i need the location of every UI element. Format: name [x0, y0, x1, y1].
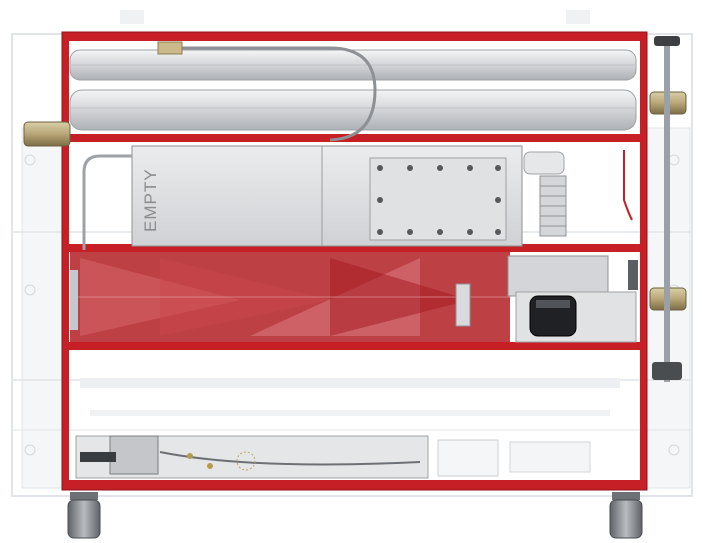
bottom-tray	[75, 435, 591, 479]
left-hose	[82, 154, 132, 250]
caster-right	[609, 492, 643, 539]
upper-roller	[69, 49, 637, 81]
left-axle-knob	[23, 121, 71, 147]
caster-wheel-icon	[609, 499, 643, 539]
flex-bellows	[539, 175, 567, 237]
bolt-icon	[467, 165, 473, 171]
curved-pipe	[170, 46, 377, 142]
bolt-icon	[377, 197, 383, 203]
bolt-icon	[437, 229, 443, 235]
empty-box: EMPTY	[131, 145, 523, 247]
caster-left	[67, 492, 101, 539]
bolt-icon	[495, 197, 501, 203]
fan-motor-housing	[507, 255, 637, 343]
bolt-icon	[467, 229, 473, 235]
bolt-icon	[495, 229, 501, 235]
bolt-icon	[407, 165, 413, 171]
right-rod-assembly	[652, 36, 682, 382]
right-clip	[628, 260, 638, 290]
red-duct-section	[70, 252, 510, 342]
lower-roller	[69, 89, 637, 131]
bolt-grid	[377, 165, 501, 235]
right-elbow-pipe	[523, 151, 565, 175]
bolt-icon	[407, 229, 413, 235]
red-cable	[623, 150, 633, 221]
empty-label: EMPTY	[141, 168, 160, 232]
bolt-icon	[377, 229, 383, 235]
pipe-bracket	[157, 41, 183, 55]
bolt-icon	[495, 165, 501, 171]
bolt-icon	[377, 165, 383, 171]
caster-wheel-icon	[67, 499, 101, 539]
bolt-icon	[437, 165, 443, 171]
red-frame	[61, 31, 648, 491]
